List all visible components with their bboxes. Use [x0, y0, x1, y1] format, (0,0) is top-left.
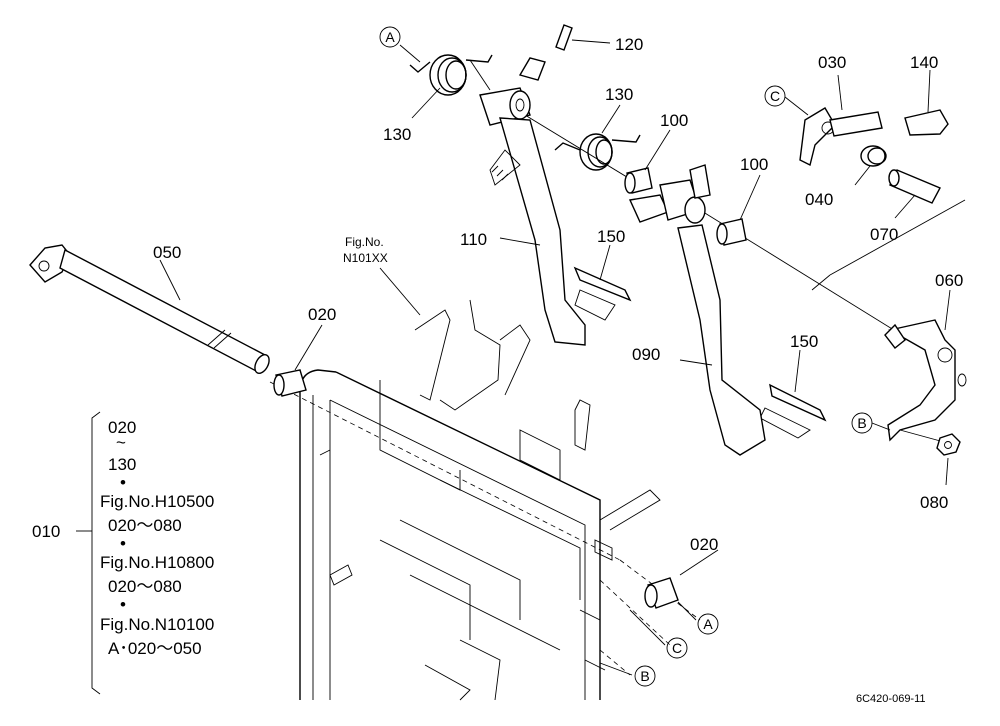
assembly-legend: 010 020 ~ 130 • Fig.No.H10500 020～080 • … — [32, 411, 214, 695]
nut-080 — [936, 433, 961, 456]
bushing-100-upper — [624, 167, 653, 194]
legend-line-10: Fig.No.N10100 — [100, 615, 214, 634]
shaft-050 — [29, 244, 270, 375]
bushing-100-lower — [716, 218, 747, 246]
drawing-code: 6C420-069-11 — [856, 693, 926, 705]
legend-line-4: Fig.No.H10500 — [100, 492, 214, 511]
label-130-upper: 130 — [383, 125, 411, 144]
svg-text:C: C — [672, 640, 682, 656]
svg-text:B: B — [857, 415, 866, 431]
legend-line-3: • — [120, 473, 126, 492]
label-040: 040 — [805, 190, 833, 209]
legend-line-8: 020～080 — [108, 577, 182, 596]
bushing-020-left — [273, 369, 307, 397]
callout-markers: A C B A C B — [379, 26, 873, 687]
legend-line-5: 020～080 — [108, 516, 182, 535]
label-030: 030 — [818, 53, 846, 72]
label-070: 070 — [870, 225, 898, 244]
pedal-090 — [628, 164, 766, 456]
chassis-frame — [299, 299, 661, 701]
callout-c-bottom: C — [666, 637, 688, 659]
label-110: 110 — [460, 230, 487, 249]
label-150-lower: 150 — [790, 332, 818, 351]
legend-line-6: • — [120, 534, 126, 553]
svg-text:N101XX: N101XX — [343, 251, 388, 265]
svg-text:A: A — [703, 616, 713, 632]
label-060: 060 — [935, 271, 963, 290]
pipe-070 — [888, 169, 941, 204]
svg-text:Fig.No.: Fig.No. — [345, 235, 384, 249]
label-100-lower: 100 — [740, 155, 768, 174]
callout-a-top: A — [379, 26, 401, 48]
part-labels: 120 130 130 100 100 030 140 040 070 050 … — [153, 35, 963, 554]
spring-040 — [860, 145, 887, 167]
svg-text:C: C — [770, 88, 780, 104]
label-050: 050 — [153, 243, 181, 262]
pedal-pad-150-upper — [573, 266, 632, 321]
legend-parent-010: 010 — [32, 522, 60, 541]
callout-b-bottom: B — [634, 665, 656, 687]
legend-line-2: 130 — [108, 455, 136, 474]
legend-line-7: Fig.No.H10800 — [100, 553, 214, 572]
label-120: 120 — [615, 35, 643, 54]
bracket-060 — [884, 319, 967, 442]
svg-text:A: A — [385, 29, 395, 45]
bushing-020-right — [644, 577, 679, 609]
label-080: 080 — [920, 493, 948, 512]
figure-reference: Fig.No. N101XX — [343, 235, 388, 265]
spring-130-upper — [409, 54, 493, 96]
pedal-110 — [479, 57, 586, 346]
spring-130-lower — [554, 133, 641, 171]
alignment-lines — [269, 59, 966, 676]
lever-030 — [799, 107, 883, 167]
pin-120 — [555, 24, 573, 51]
label-100-upper: 100 — [660, 111, 688, 130]
label-140: 140 — [910, 53, 938, 72]
legend-line-0: 020 — [108, 418, 136, 437]
pedal-pad-150-lower — [759, 383, 827, 439]
label-020-left: 020 — [308, 305, 336, 324]
callout-c-top: C — [764, 85, 786, 107]
label-150-upper: 150 — [597, 227, 625, 246]
label-020-right: 020 — [690, 535, 718, 554]
legend-line-9: • — [120, 595, 126, 614]
label-130-lower: 130 — [605, 85, 633, 104]
callout-a-bottom: A — [697, 613, 719, 635]
callout-b-right: B — [851, 412, 873, 434]
leader-lines — [159, 39, 951, 676]
svg-text:B: B — [640, 668, 649, 684]
legend-line-1: ~ — [116, 433, 126, 452]
label-090: 090 — [632, 345, 660, 364]
legend-line-11: A･020～050 — [108, 639, 202, 658]
cap-140 — [904, 109, 949, 136]
